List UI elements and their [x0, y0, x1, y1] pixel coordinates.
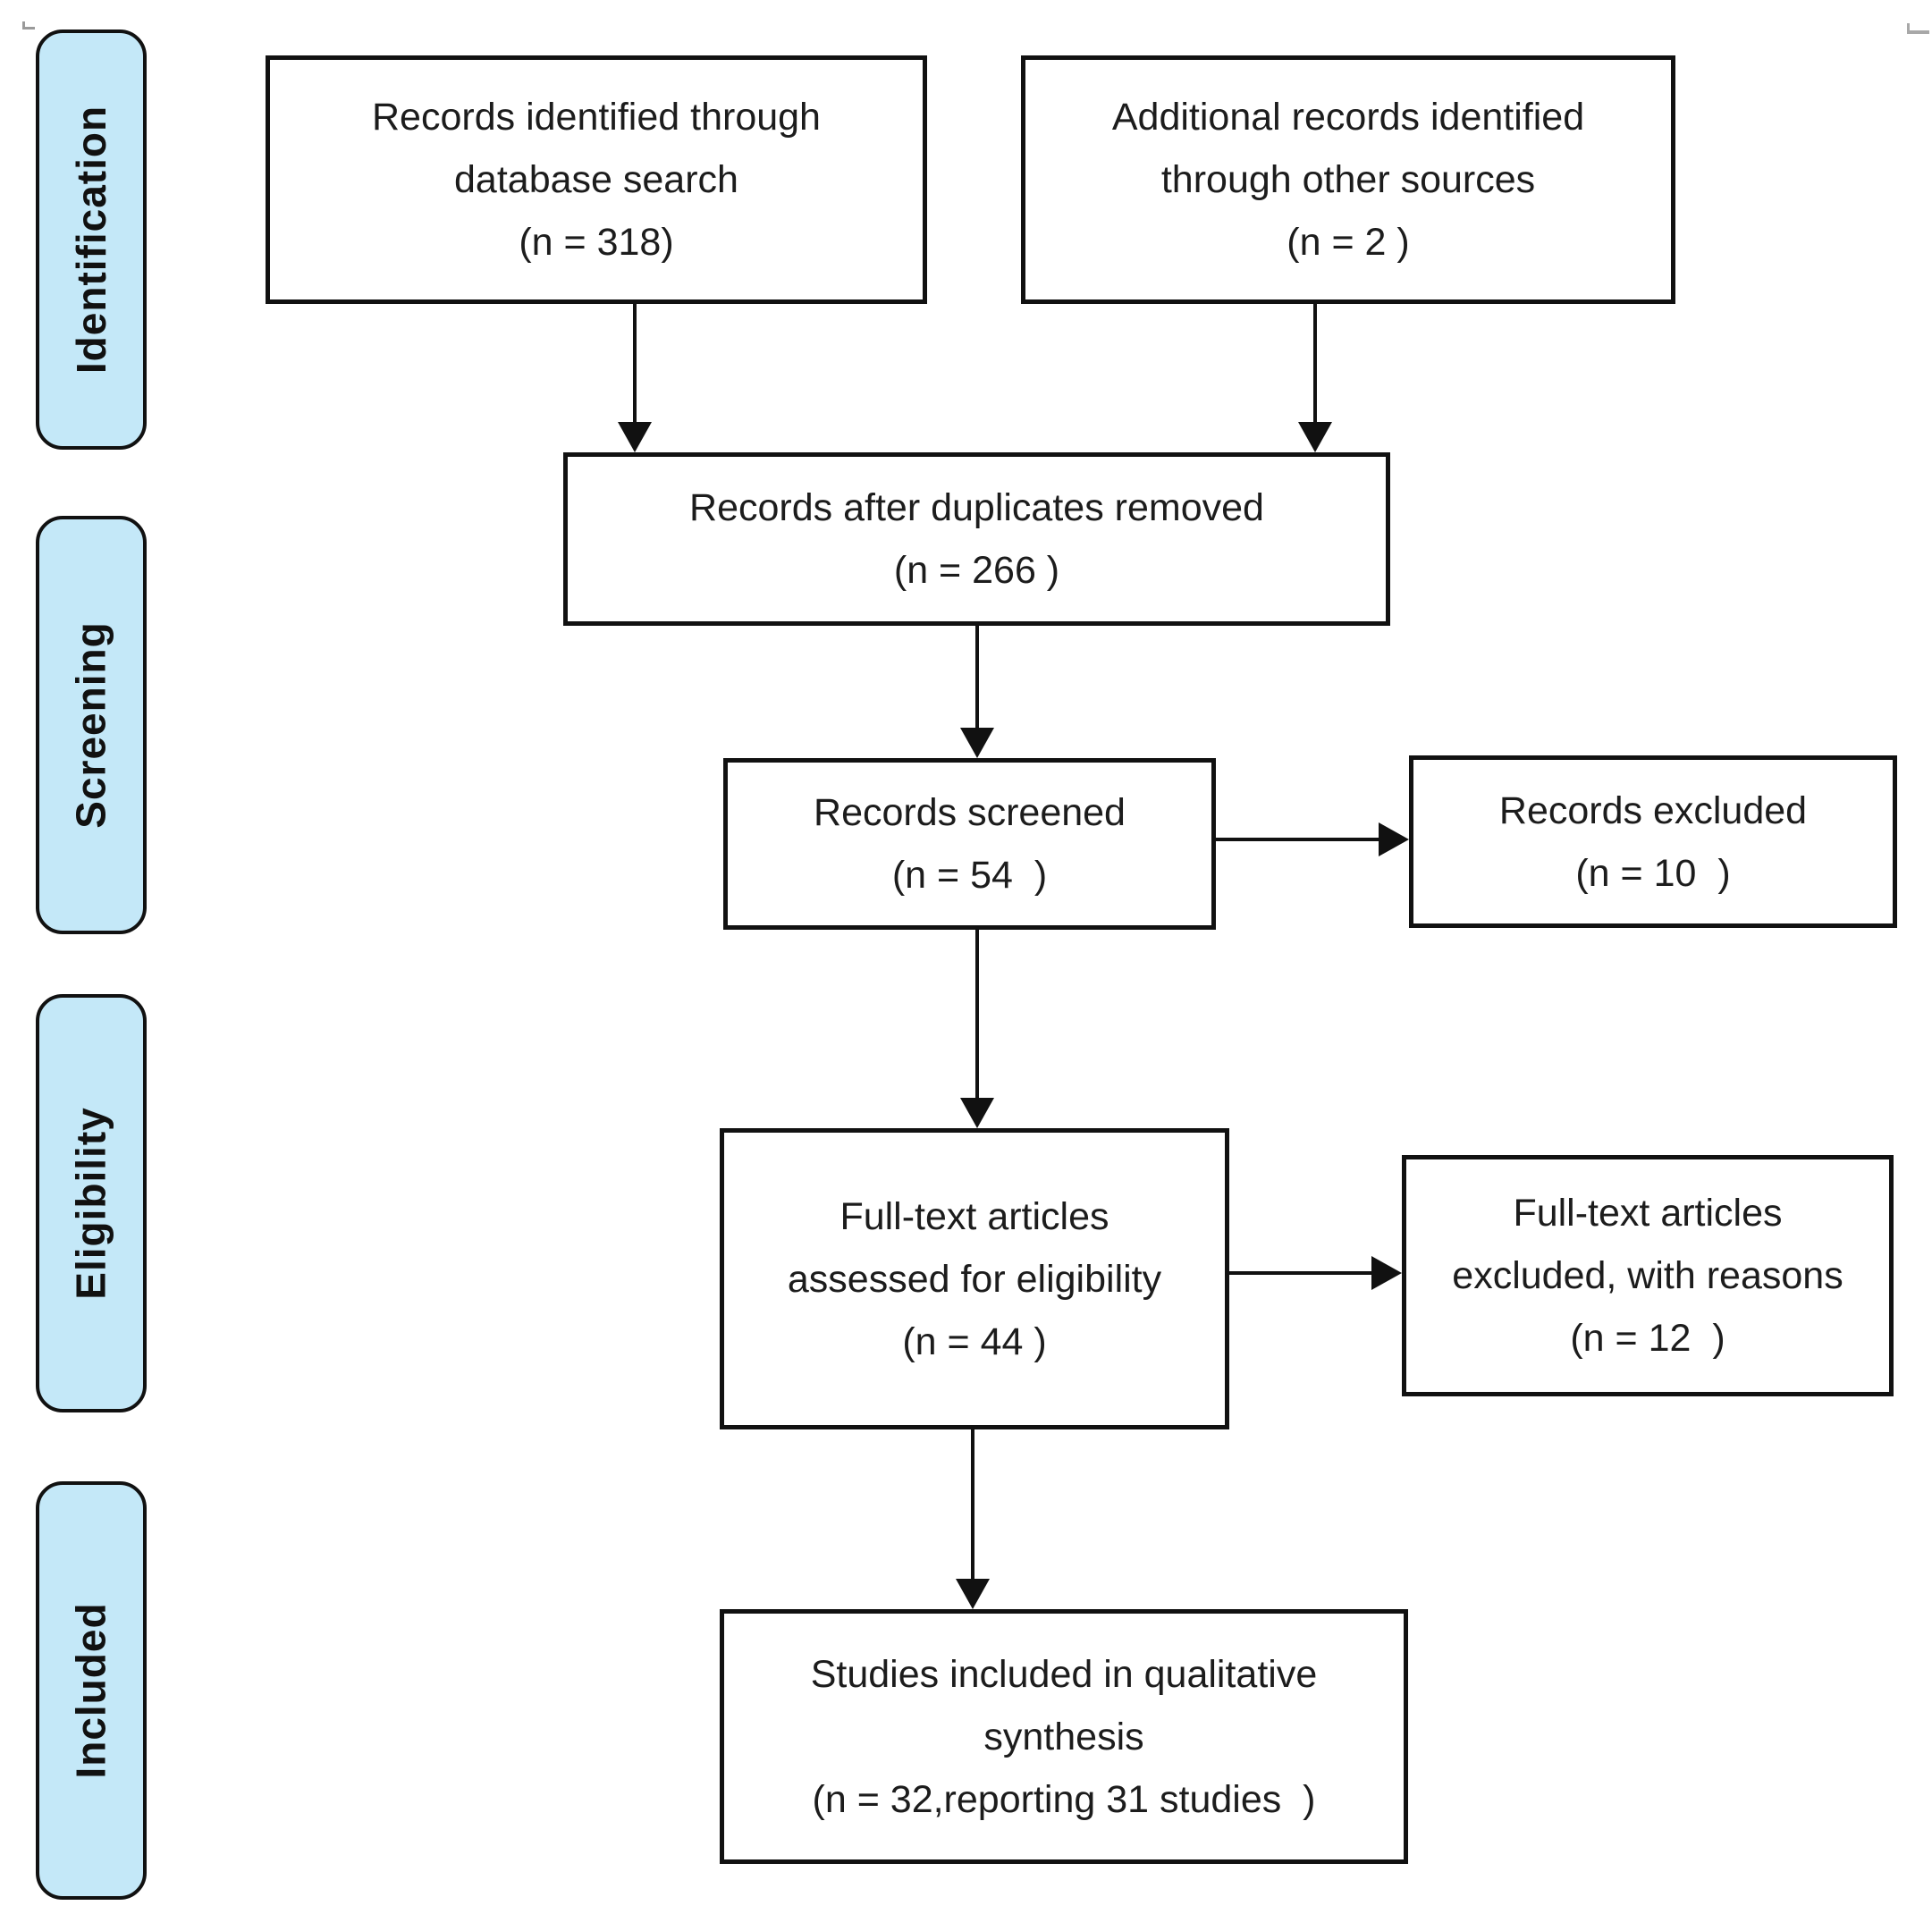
arrow-screened-to-fulltext-line — [975, 930, 979, 1100]
box-records-excluded-line1: Records excluded — [1498, 788, 1808, 832]
box-records-after-duplicates-line1: Records after duplicates removed — [689, 486, 1264, 529]
box-fulltext-assessed-line2: assessed for eligibility — [787, 1257, 1162, 1301]
box-records-identified-line1: Records identified through — [372, 96, 821, 139]
box-fulltext-excluded-line1: Full-text articles — [1513, 1192, 1783, 1235]
box-records-screened-line1: Records screened — [814, 791, 1126, 834]
arrow-dedup-to-screened-head — [960, 728, 994, 758]
stage-eligibility-label: Eligibility — [68, 1107, 114, 1300]
arrow-fulltext-to-excluded-head — [1371, 1256, 1402, 1290]
arrow-screened-to-fulltext-head — [960, 1098, 994, 1128]
box-records-after-duplicates: Records after duplicates removed (n = 26… — [563, 452, 1390, 626]
box-fulltext-excluded: Full-text articles excluded, with reason… — [1402, 1155, 1894, 1396]
arrow-screened-to-excluded-head — [1379, 822, 1409, 856]
arrow-dedup-to-screened-line — [975, 626, 979, 729]
box-records-screened-count: (n = 54 ) — [891, 854, 1048, 897]
box-fulltext-assessed-line1: Full-text articles — [839, 1194, 1109, 1238]
stage-identification: Identification — [36, 30, 147, 450]
box-records-identified-line2: database search — [454, 158, 738, 201]
box-additional-records-line1: Additional records identified — [1111, 96, 1585, 139]
stage-identification-label: Identification — [68, 105, 115, 375]
box-records-identified: Records identified through database sear… — [266, 55, 927, 304]
box-additional-records-count: (n = 2 ) — [1287, 221, 1410, 264]
arrow-fulltext-to-included-head — [956, 1579, 990, 1609]
box-fulltext-excluded-line2: excluded, with reasons — [1452, 1254, 1843, 1297]
box-fulltext-excluded-count: (n = 12 ) — [1570, 1317, 1725, 1360]
arrow-fulltext-to-excluded-line — [1229, 1271, 1373, 1275]
arrow-identified-to-dedup-head — [618, 422, 652, 452]
box-studies-included-count: (n = 32,reporting 31 studies ) — [812, 1777, 1316, 1821]
arrow-screened-to-excluded-line — [1216, 838, 1380, 841]
stage-screening: Screening — [36, 516, 147, 934]
stage-included: Included — [36, 1481, 147, 1900]
box-records-screened: Records screened (n = 54 ) — [723, 758, 1216, 930]
box-studies-included: Studies included in qualitative synthesi… — [720, 1609, 1408, 1864]
arrow-additional-to-dedup-line — [1313, 304, 1317, 424]
box-additional-records: Additional records identified through ot… — [1021, 55, 1675, 304]
box-studies-included-line1: Studies included in qualitative — [810, 1652, 1318, 1696]
box-studies-included-line2: synthesis — [983, 1715, 1144, 1758]
arrow-additional-to-dedup-head — [1298, 422, 1332, 452]
box-records-after-duplicates-count: (n = 266 ) — [893, 549, 1060, 592]
box-fulltext-assessed-count: (n = 44 ) — [902, 1320, 1047, 1363]
arrow-fulltext-to-included-line — [971, 1429, 974, 1581]
box-records-excluded: Records excluded (n = 10 ) — [1409, 755, 1897, 928]
stage-screening-label: Screening — [68, 621, 115, 829]
box-records-excluded-count: (n = 10 ) — [1575, 851, 1731, 895]
arrow-identified-to-dedup-line — [633, 304, 637, 424]
box-additional-records-line2: through other sources — [1160, 158, 1536, 201]
stage-included-label: Included — [68, 1602, 114, 1779]
stage-eligibility: Eligibility — [36, 994, 147, 1412]
box-records-identified-count: (n = 318) — [519, 221, 674, 264]
box-fulltext-assessed: Full-text articles assessed for eligibil… — [720, 1128, 1229, 1429]
